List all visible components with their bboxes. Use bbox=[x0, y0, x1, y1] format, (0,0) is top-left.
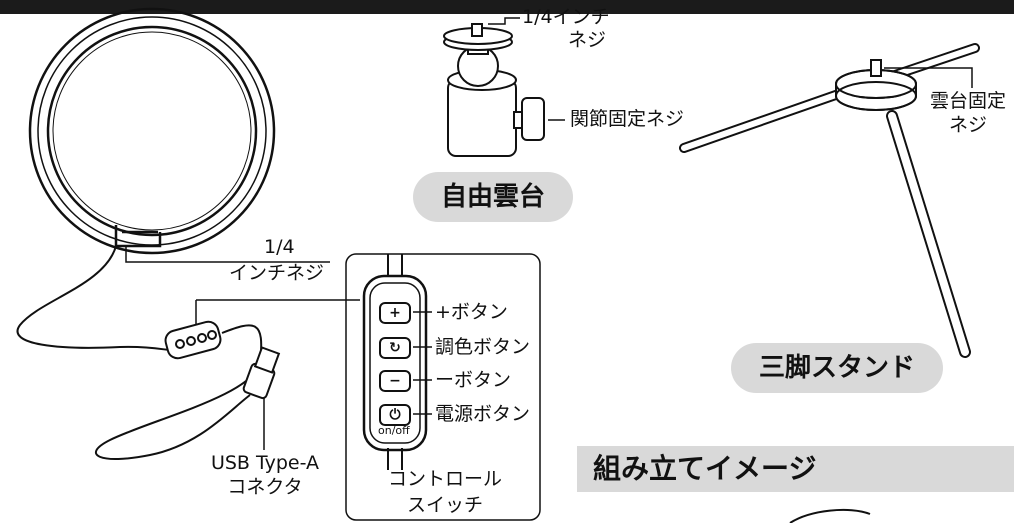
tripod-fixing-label-2: ネジ bbox=[949, 114, 988, 136]
tripod-stand-pill: 三脚スタンド bbox=[731, 343, 943, 393]
joint-lock-screw-label: 関節固定ネジ bbox=[570, 108, 685, 130]
usb-cable bbox=[95, 324, 263, 461]
usb-connector bbox=[242, 346, 281, 400]
minus-button: − bbox=[379, 370, 411, 392]
ring-screw-label-1: 1/4 bbox=[264, 236, 295, 258]
ring-light bbox=[28, 7, 276, 255]
free-head-pill: 自由雲台 bbox=[413, 172, 573, 222]
assembly-image-heading: 組み立てイメージ bbox=[577, 446, 1014, 492]
control-switch-detail bbox=[345, 253, 541, 521]
ring-screw-label-2: インチネジ bbox=[229, 262, 325, 284]
color-temperature-button: ↻ bbox=[379, 337, 411, 359]
usb-label-1: USB Type-A bbox=[210, 452, 320, 474]
ball-head bbox=[443, 23, 545, 157]
top-bar bbox=[0, 0, 1014, 14]
ballhead-screw-label-2: ネジ bbox=[568, 29, 607, 51]
color-button-label: 調色ボタン bbox=[435, 336, 531, 358]
plus-button: + bbox=[379, 302, 411, 324]
power-button: ⏻ bbox=[379, 404, 411, 426]
control-switch-label-1: コントロール bbox=[387, 468, 502, 490]
inline-switch bbox=[164, 320, 222, 360]
minus-button-label: ーボタン bbox=[435, 369, 512, 391]
control-switch-label-2: スイッチ bbox=[406, 494, 483, 516]
ring-cable bbox=[16, 245, 171, 351]
usb-label-2: コネクタ bbox=[227, 476, 303, 498]
ballhead-screw-label-1: 1/4インチ bbox=[522, 6, 610, 28]
tripod bbox=[679, 43, 980, 358]
on-off-label: on/off bbox=[378, 424, 410, 437]
power-button-label: 電源ボタン bbox=[435, 403, 531, 425]
plus-button-label: +ボタン bbox=[435, 301, 508, 323]
tripod-fixing-label-1: 雲台固定 bbox=[930, 90, 1007, 112]
